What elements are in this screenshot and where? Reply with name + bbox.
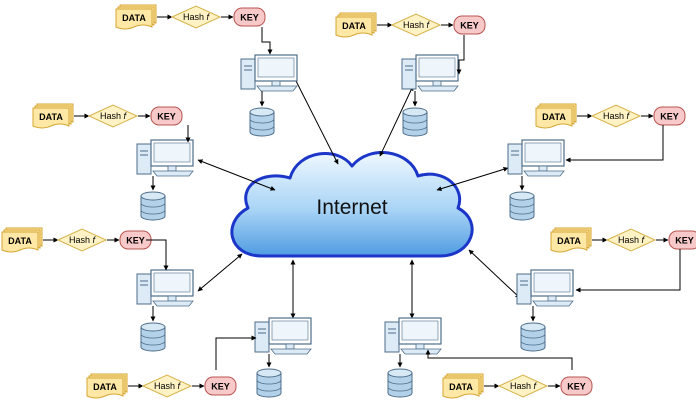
hash-label: Hash f [183,12,211,22]
key-block: KEY [233,7,266,27]
database-icon [140,191,166,221]
key-label: KEY [240,13,259,23]
flow-arrow [575,249,681,293]
key-label: KEY [211,382,230,392]
hash-label: Hash f [154,381,182,391]
desktop-computer-icon [384,317,442,355]
hash-function: Hash f [497,374,549,398]
hash-label: Hash f [403,20,431,30]
network-node: DATA Hash f KEY [516,227,696,352]
desktop-computer-icon [516,269,574,307]
flow-arrow [456,35,465,75]
database-icon [520,322,546,352]
network-node: DATA Hash f KEY [384,317,593,399]
desktop-computer-icon [507,139,565,177]
key-label: KEY [460,21,479,31]
internet-cloud: Internet [230,151,474,258]
desktop-computer-icon [136,139,194,177]
flow-arrow [565,125,664,163]
data-label: DATA [342,21,366,31]
hash-function: Hash f [605,228,657,252]
data-label: DATA [449,382,473,392]
data-label: DATA [8,236,32,246]
key-label: KEY [126,236,145,246]
network-node: DATA Hash f KEY [335,12,486,137]
key-label: KEY [567,382,586,392]
hash-function: Hash f [390,13,442,37]
key-block: KEY [653,106,686,126]
network-node: DATA Hash f KEY [507,103,686,221]
data-block: DATA [335,12,377,38]
hash-function: Hash f [141,374,193,398]
network-node: DATA Hash f KEY [32,103,194,221]
cloud-label: Internet [316,196,387,219]
data-label: DATA [39,112,63,122]
data-label: DATA [122,13,146,23]
data-label: DATA [557,236,581,246]
hash-label: Hash f [618,235,646,245]
flow-arrow [215,335,257,370]
data-block: DATA [86,373,128,399]
network-node: DATA Hash f KEY [115,4,298,137]
desktop-computer-icon [136,269,194,307]
cloud-icon [230,151,474,258]
hash-label: Hash f [510,381,538,391]
key-block: KEY [150,106,183,126]
key-block: KEY [668,230,696,250]
data-block: DATA [535,103,577,129]
database-icon [402,107,428,137]
data-label: DATA [93,382,117,392]
key-label: KEY [675,236,694,246]
desktop-computer-icon [240,54,298,92]
database-icon [249,107,275,137]
hash-function: Hash f [590,104,642,128]
desktop-computer-icon [401,54,459,92]
flow-arrow [261,27,273,55]
flow-arrow [146,239,169,271]
data-label: DATA [542,112,566,122]
key-block: KEY [560,376,593,396]
key-label: KEY [157,112,176,122]
hash-label: Hash f [100,111,128,121]
key-block: KEY [453,15,486,35]
hash-label: Hash f [69,235,97,245]
data-block: DATA [550,227,592,253]
database-icon [509,191,535,221]
hash-function: Hash f [56,228,108,252]
data-block: DATA [1,227,43,253]
hash-label: Hash f [603,111,631,121]
key-block: KEY [204,376,237,396]
database-icon [140,322,166,352]
network-node: DATA Hash f KEY [86,317,312,399]
network-node: DATA Hash f KEY [1,227,194,352]
hash-function: Hash f [87,104,139,128]
database-icon [256,368,282,398]
hash-function: Hash f [170,5,222,29]
network-links [197,72,521,319]
desktop-computer-icon [254,317,312,355]
data-block: DATA [442,373,484,399]
database-icon [387,368,413,398]
flow-arrow [425,349,573,370]
key-label: KEY [660,112,679,122]
data-block: DATA [115,4,157,30]
data-block: DATA [32,103,74,129]
